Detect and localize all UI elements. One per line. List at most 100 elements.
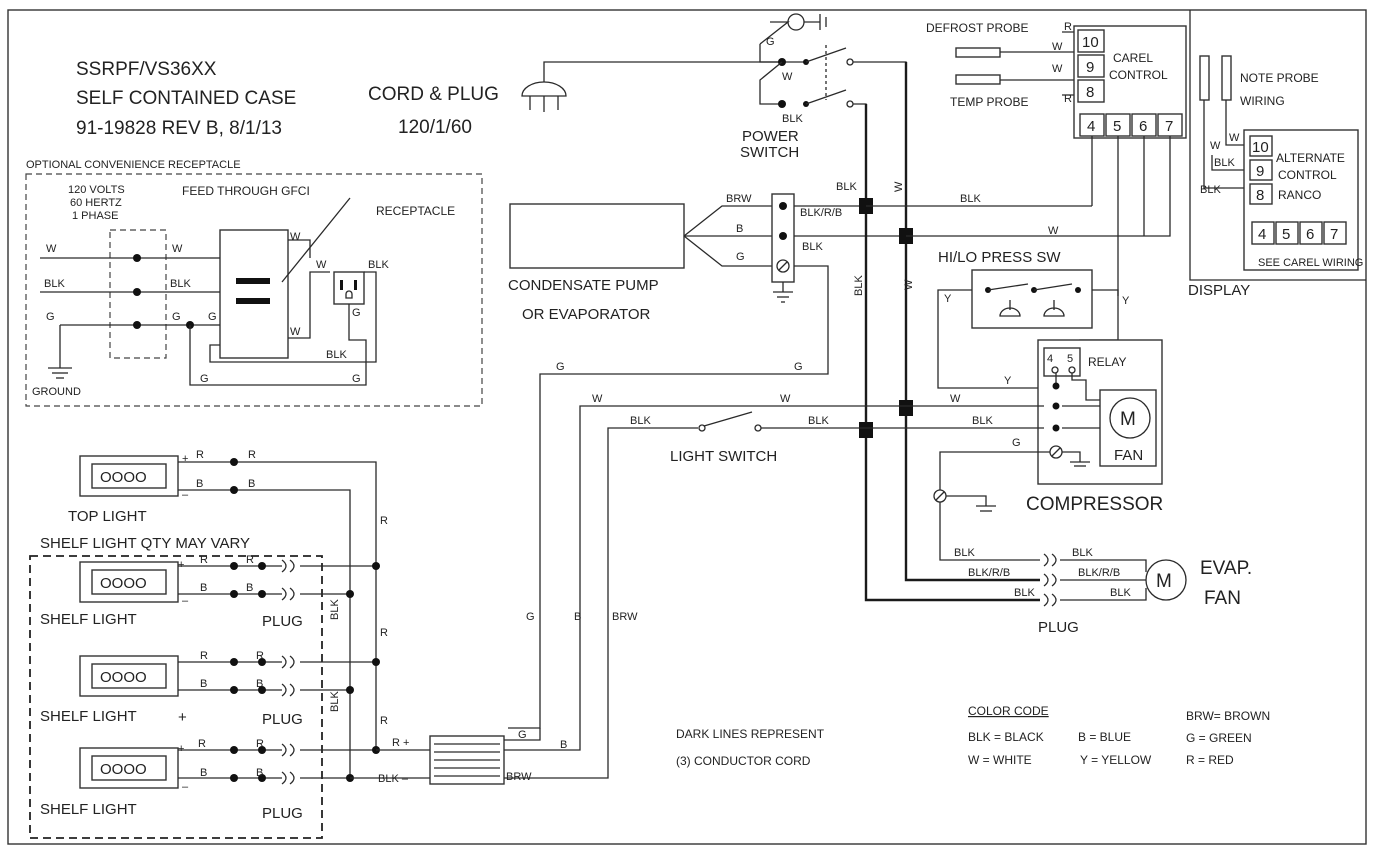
see-carel-wiring: SEE CAREL WIRING (1258, 257, 1363, 269)
case-type: SELF CONTAINED CASE (76, 88, 296, 109)
cord-rating: 120/1/60 (398, 117, 472, 138)
pump-wire-brw: BRW (726, 193, 752, 205)
shelf2-lamp: OOOO (100, 669, 147, 686)
s2-wire-r3: R (380, 715, 388, 727)
s2-wire-r2: R (256, 650, 264, 662)
shelf-light-1: OOOO + – (79, 559, 189, 607)
evap-plug-label: PLUG (1038, 619, 1079, 636)
hilo-label: HI/LO PRESS SW (938, 249, 1061, 266)
trunk-wire-blk-carel: BLK (960, 193, 981, 205)
tl-wire-b2: B (248, 478, 255, 490)
gfci-wire-w: W (290, 231, 301, 243)
tl-wire-b1: B (196, 478, 203, 490)
receptacle-outlet (333, 271, 365, 305)
gfci-device (219, 229, 289, 359)
opt-wire-blk: BLK (44, 278, 65, 290)
note-probe-2: WIRING (1240, 94, 1285, 108)
temp-probe-label: TEMP PROBE (950, 95, 1028, 109)
power-switch-label-2: SWITCH (740, 144, 799, 161)
color-w: W = WHITE (968, 753, 1032, 767)
probe-wire-w1: W (1052, 41, 1063, 53)
gfci-wire-w2: W (290, 326, 301, 338)
carel-name-1: CAREL (1113, 51, 1153, 65)
compressor-motor-letter: M (1120, 409, 1136, 430)
carel-term-7: 7 (1165, 118, 1173, 135)
alt-term-5: 5 (1282, 226, 1290, 243)
lights-section: OOOO + – TOP LIGHT R R B B R SHELF LIGHT… (29, 449, 430, 839)
alternate-control-section: NOTE PROBE WIRING W W BLK BLK 10 9 8 ALT… (1188, 10, 1366, 299)
optional-boundary (25, 173, 483, 407)
condensate-pump-box (509, 203, 685, 269)
color-g: G = GREEN (1186, 731, 1252, 745)
compressor-motor-icon: M FAN (1099, 389, 1157, 467)
plug-icon (521, 61, 782, 112)
evap-fan-motor-icon: M (1145, 559, 1187, 601)
tl-wire-r2: R (248, 449, 256, 461)
top-light-plus: + (182, 453, 188, 465)
note-line-1: DARK LINES REPRESENT (676, 727, 825, 741)
relay-term-5: 5 (1067, 353, 1073, 365)
ef-wire-blk1: BLK (954, 547, 975, 559)
cord-blk-minus: BLK – (378, 773, 409, 785)
optional-heading: OPTIONAL CONVENIENCE RECEPTACLE (26, 159, 241, 171)
ef-wire-blk3: BLK (1072, 547, 1093, 559)
hilo-pressure-switch: HI/LO PRESS SW Y Y Y (937, 249, 1130, 389)
relay-term-4: 4 (1047, 353, 1053, 365)
ps-wire-g: G (766, 36, 775, 48)
color-b: B = BLUE (1078, 730, 1131, 744)
light-switch-label: LIGHT SWITCH (670, 448, 777, 465)
color-y: Y = YELLOW (1080, 753, 1152, 767)
s3-wire-r2: R (256, 738, 264, 750)
carel-control-section: DEFROST PROBE TEMP PROBE W W R R 10 9 8 … (926, 21, 1187, 296)
carel-name-2: CONTROL (1109, 68, 1168, 82)
supply-phase: 1 PHASE (72, 210, 118, 222)
carel-term-10: 10 (1082, 34, 1099, 51)
ef-wire-blkrb2: BLK/R/B (1078, 567, 1120, 579)
pump-ground-icon (773, 282, 793, 303)
carel-term-6: 6 (1139, 118, 1147, 135)
s2-wire-r1: R (200, 650, 208, 662)
pump-wire-b: B (736, 223, 743, 235)
main-trunk-lines: BLK W BLK W BLK W (836, 62, 1144, 602)
evap-fan-section: BLK BLK/R/B BLK PLUG BLK BLK/R/B BLK M E… (939, 502, 1252, 636)
trunk-blk-top: BLK (836, 181, 857, 193)
evap-motor-letter: M (1156, 571, 1172, 592)
display-label: DISPLAY (1188, 282, 1250, 299)
color-code-legend: COLOR CODE BLK = BLACK B = BLUE W = WHIT… (968, 704, 1270, 767)
s3-wire-b2: B (256, 767, 263, 779)
compressor-ground-icon (1062, 451, 1090, 467)
tl-wire-r3: R (380, 515, 388, 527)
ls-wire-brw: BRW (612, 611, 638, 623)
color-brw: BRW= BROWN (1186, 709, 1270, 723)
shelf-plug-3: PLUG (262, 805, 303, 822)
alt-term-9: 9 (1256, 163, 1264, 180)
opt-wire-blk2: BLK (170, 278, 191, 290)
chassis-ground-icon (946, 495, 996, 512)
trunk-blk-vert: BLK (853, 275, 865, 296)
ls-wire-w2: W (780, 393, 791, 405)
probe-wire-w2: W (1052, 63, 1063, 75)
top-light-label: TOP LIGHT (68, 508, 147, 525)
ef-wire-blkrb1: BLK/R/B (968, 567, 1010, 579)
pump-label-1: CONDENSATE PUMP (508, 277, 659, 294)
ef-wire-blk4: BLK (1110, 587, 1131, 599)
s2-wire-b1: B (200, 678, 207, 690)
color-code-heading: COLOR CODE (968, 704, 1049, 718)
ls-wire-w1: W (592, 393, 603, 405)
alt-term-4: 4 (1258, 226, 1266, 243)
shelf-light-3: OOOO + – (79, 743, 189, 793)
s1-wire-r2: R (246, 554, 254, 566)
defrost-probe-label: DEFROST PROBE (926, 21, 1028, 35)
alt-term-6: 6 (1306, 226, 1314, 243)
cord-r-plus: R + (392, 737, 409, 749)
alt-wire-blk1: BLK (1214, 157, 1235, 169)
ef-wire-blk2: BLK (1014, 587, 1035, 599)
pump-label-2: OR EVAPORATOR (522, 306, 651, 323)
note-probe-1: NOTE PROBE (1240, 71, 1319, 85)
s1-wire-blk: BLK (329, 599, 341, 620)
shelf-light-3-label: SHELF LIGHT (40, 801, 137, 818)
opt-wire-w2: W (172, 243, 183, 255)
carel-term-9: 9 (1086, 59, 1094, 76)
cord-label: CORD & PLUG (368, 84, 499, 105)
